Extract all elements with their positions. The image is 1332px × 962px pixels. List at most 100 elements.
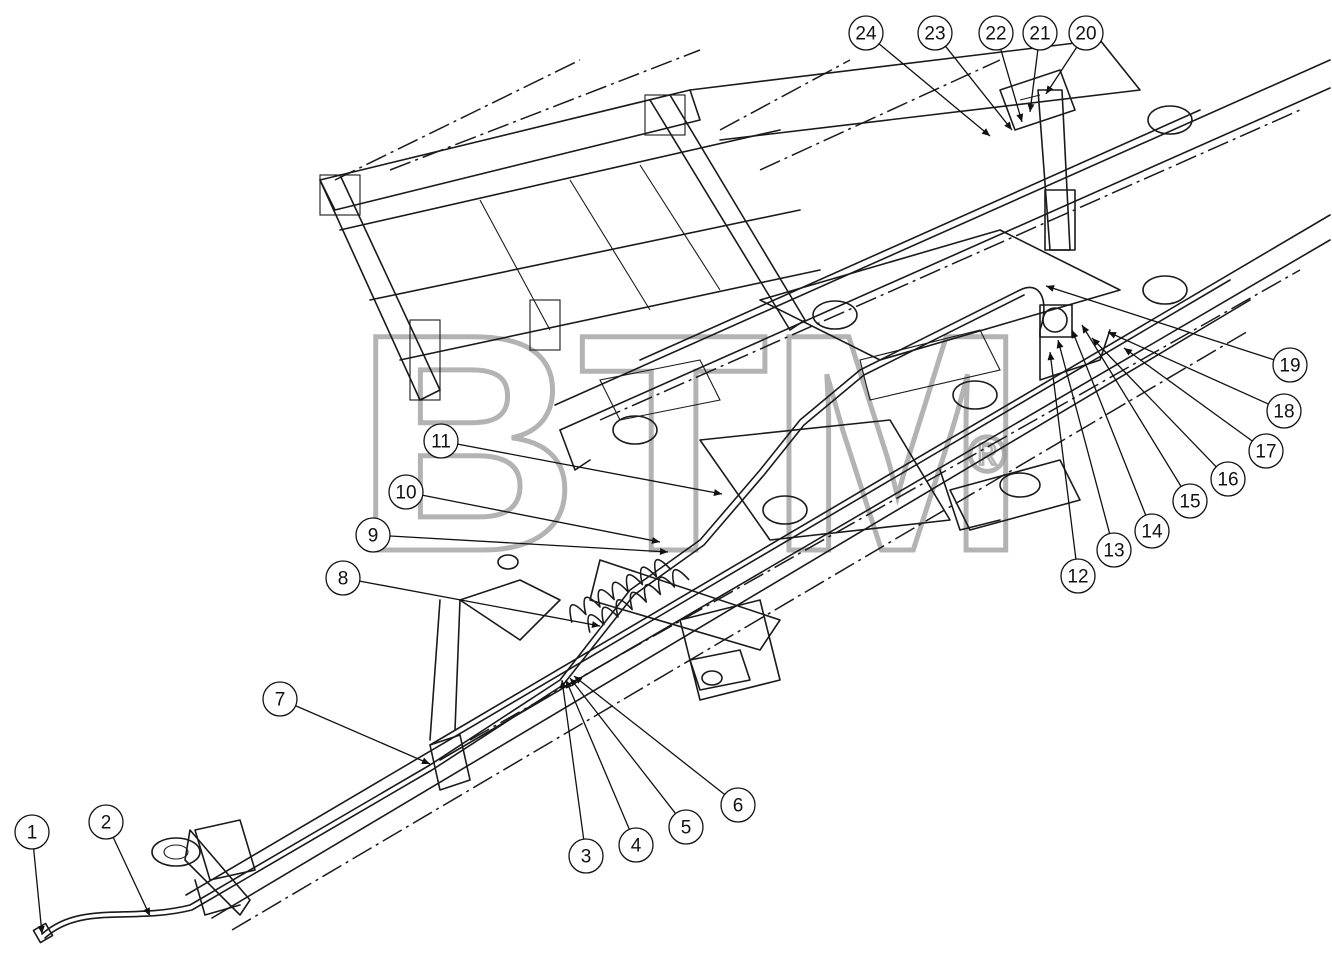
tipper-body bbox=[319, 39, 1141, 401]
callout-arrowhead bbox=[1124, 348, 1133, 356]
callout-circle bbox=[325, 560, 361, 596]
callout-circle bbox=[423, 423, 459, 459]
callout-arrowhead bbox=[1082, 325, 1090, 334]
callout-15: 15 bbox=[1081, 324, 1208, 519]
callout-label: 17 bbox=[1255, 442, 1276, 463]
callout-arrowhead bbox=[1056, 340, 1064, 349]
callout-21: 21 bbox=[1022, 15, 1058, 113]
callout-circle bbox=[355, 517, 391, 553]
callout-circle bbox=[1248, 433, 1284, 469]
callout-leader bbox=[1107, 331, 1269, 405]
callout-23: 23 bbox=[917, 15, 1013, 131]
callout-22: 22 bbox=[978, 15, 1024, 123]
callout-12: 12 bbox=[1047, 351, 1096, 594]
callout-circle bbox=[1022, 15, 1058, 51]
callout-20: 20 bbox=[1045, 15, 1104, 95]
callout-leader bbox=[1045, 46, 1078, 95]
callout-label: 16 bbox=[1217, 470, 1238, 491]
callout-circle bbox=[917, 15, 953, 51]
callout-circle bbox=[1068, 15, 1104, 51]
callout-circle bbox=[978, 15, 1014, 51]
callout-leader bbox=[1081, 324, 1182, 487]
callout-leader bbox=[569, 677, 677, 814]
callout-arrowhead bbox=[559, 680, 567, 689]
callout-arrowhead bbox=[1046, 285, 1055, 292]
callout-label: 3 bbox=[581, 847, 592, 868]
callout-arrowhead bbox=[574, 676, 583, 684]
callout-label: 13 bbox=[1103, 541, 1124, 562]
callout-leader bbox=[112, 837, 151, 917]
callout-leader bbox=[389, 535, 669, 553]
callout-17: 17 bbox=[1123, 347, 1284, 469]
air-springs bbox=[612, 105, 1193, 525]
callout-arrowhead bbox=[421, 757, 430, 765]
callout-arrowhead bbox=[713, 489, 722, 496]
callout-label: 19 bbox=[1279, 356, 1300, 377]
callout-arrowhead bbox=[1047, 352, 1055, 361]
callout-arrowhead bbox=[659, 548, 668, 556]
callout-leader bbox=[295, 705, 431, 765]
callout-arrowhead bbox=[591, 621, 600, 628]
callout-24: 24 bbox=[848, 15, 991, 137]
callout-leader bbox=[1057, 339, 1111, 534]
callout-arrowhead bbox=[570, 678, 578, 687]
callout-arrowhead bbox=[565, 680, 573, 689]
callout-circle bbox=[388, 474, 424, 510]
callout-arrowhead bbox=[1108, 332, 1117, 339]
callout-10: 10 bbox=[388, 474, 661, 544]
callout-label: 2 bbox=[101, 813, 112, 834]
callout-label: 8 bbox=[338, 569, 349, 590]
callout-arrowhead bbox=[1004, 121, 1012, 130]
callout-leader bbox=[359, 580, 601, 627]
callout-leader bbox=[565, 679, 630, 830]
callout-label: 9 bbox=[368, 526, 379, 547]
callout-label: 24 bbox=[855, 24, 877, 45]
callout-label: 6 bbox=[733, 796, 744, 817]
callout-5: 5 bbox=[569, 677, 704, 845]
watermark-text: BTM bbox=[355, 269, 1026, 616]
callout-leader bbox=[1000, 49, 1023, 123]
callout-9: 9 bbox=[355, 517, 669, 556]
callout-label: 15 bbox=[1179, 492, 1200, 513]
tow-eye bbox=[151, 819, 256, 916]
callout-label: 14 bbox=[1141, 522, 1163, 543]
callout-arrowhead bbox=[651, 537, 660, 544]
callout-2: 2 bbox=[88, 804, 151, 917]
callout-circle bbox=[668, 809, 704, 845]
callout-label: 1 bbox=[27, 823, 38, 844]
callout-circle bbox=[1266, 393, 1302, 429]
callout-label: 22 bbox=[985, 24, 1006, 45]
callout-leader bbox=[573, 675, 726, 796]
callout-circle bbox=[1172, 483, 1208, 519]
rear-axle-parts bbox=[497, 459, 1081, 691]
callout-circle bbox=[618, 827, 654, 863]
callout-leader bbox=[457, 443, 723, 495]
callout-18: 18 bbox=[1107, 331, 1302, 429]
tipping-cylinder bbox=[999, 69, 1076, 338]
callout-label: 4 bbox=[631, 836, 642, 857]
chassis-frame bbox=[184, 59, 1331, 931]
callout-3: 3 bbox=[559, 679, 604, 874]
callout-label: 11 bbox=[431, 432, 451, 453]
callout-arrowhead bbox=[143, 907, 150, 916]
callout-1: 1 bbox=[14, 814, 50, 935]
callout-8: 8 bbox=[325, 560, 601, 628]
callout-6: 6 bbox=[573, 675, 756, 823]
callout-arrowhead bbox=[1071, 330, 1079, 339]
callout-label: 20 bbox=[1075, 24, 1096, 45]
callout-arrowhead bbox=[1092, 338, 1101, 347]
callout-label: 23 bbox=[924, 24, 945, 45]
callout-leader bbox=[1049, 351, 1077, 560]
callout-arrowhead bbox=[1046, 85, 1054, 94]
callout-14: 14 bbox=[1071, 329, 1170, 549]
callout-leader bbox=[878, 43, 991, 137]
callout-16: 16 bbox=[1091, 337, 1246, 497]
callout-circle bbox=[720, 787, 756, 823]
callout-circle bbox=[1134, 513, 1170, 549]
callout-circle bbox=[1060, 558, 1096, 594]
callout-circle bbox=[1096, 532, 1132, 568]
callout-circle bbox=[88, 804, 124, 840]
